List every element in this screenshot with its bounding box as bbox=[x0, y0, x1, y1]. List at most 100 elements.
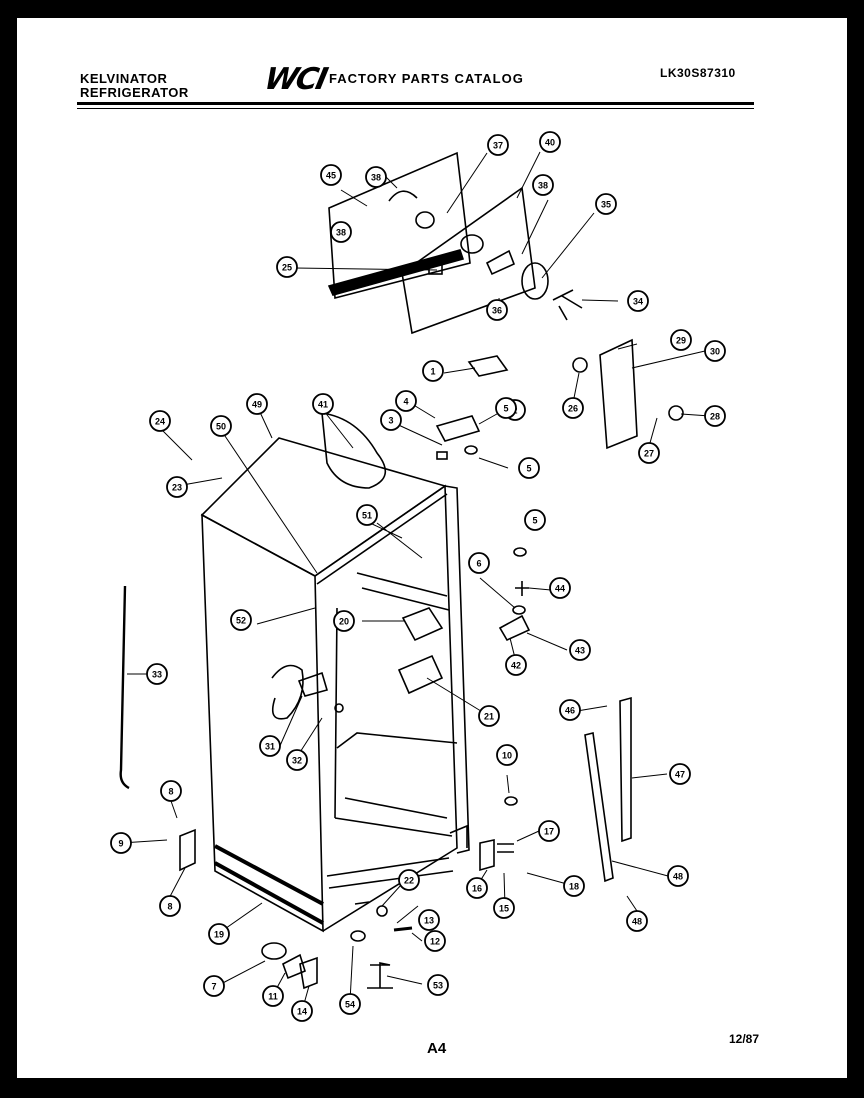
callout-label: 5 bbox=[532, 516, 537, 526]
callout-36: 36 bbox=[486, 299, 508, 321]
callout-label: 46 bbox=[565, 706, 575, 716]
callout-circle bbox=[466, 877, 488, 899]
callout-label: 51 bbox=[362, 511, 372, 521]
callout-label: 49 bbox=[252, 400, 262, 410]
callout-circle bbox=[159, 895, 181, 917]
brand-block: KELVINATOR REFRIGERATOR bbox=[80, 72, 189, 100]
callout-label: 27 bbox=[644, 449, 654, 459]
callout-8: 8 bbox=[159, 895, 181, 917]
callout-circle bbox=[395, 390, 417, 412]
callout-20: 20 bbox=[333, 610, 355, 632]
part-31 bbox=[297, 671, 328, 697]
callout-circle bbox=[146, 663, 168, 685]
header-rule-thick bbox=[77, 102, 754, 105]
rail-48b bbox=[619, 696, 632, 843]
callout-label: 12 bbox=[430, 937, 440, 947]
callout-1: 1 bbox=[422, 360, 444, 382]
callout-label: 29 bbox=[676, 336, 686, 346]
callout-41: 41 bbox=[312, 393, 334, 415]
callout-11: 11 bbox=[262, 985, 284, 1007]
callout-circle bbox=[262, 985, 284, 1007]
callout-6: 6 bbox=[468, 552, 490, 574]
leveler-54 bbox=[367, 962, 393, 989]
callout-label: 34 bbox=[633, 297, 643, 307]
callout-31: 31 bbox=[259, 735, 281, 757]
callout-label: 41 bbox=[318, 400, 328, 410]
callout-circle bbox=[549, 577, 571, 599]
callout-circle bbox=[524, 509, 546, 531]
callout-circle bbox=[518, 457, 540, 479]
callout-label: 16 bbox=[472, 884, 482, 894]
callout-circle bbox=[380, 409, 402, 431]
callout-circle bbox=[468, 552, 490, 574]
cabinet-top bbox=[200, 437, 447, 577]
callout-4: 4 bbox=[395, 390, 417, 412]
callout-label: 53 bbox=[433, 981, 443, 991]
page-code: A4 bbox=[427, 1040, 447, 1057]
callout-45: 45 bbox=[320, 164, 342, 186]
callout-label: 20 bbox=[339, 617, 349, 627]
callout-circle bbox=[320, 164, 342, 186]
callout-21: 21 bbox=[478, 705, 500, 727]
rear-panel-assembly bbox=[327, 151, 583, 335]
callout-9: 9 bbox=[110, 832, 132, 854]
callout-label: 48 bbox=[673, 872, 683, 882]
hardware bbox=[119, 338, 684, 990]
callout-circle bbox=[210, 415, 232, 437]
callout-19: 19 bbox=[208, 923, 230, 945]
callout-label: 24 bbox=[155, 417, 165, 427]
callout-35: 35 bbox=[595, 193, 617, 215]
callout-circle bbox=[505, 654, 527, 676]
rail-48 bbox=[584, 732, 614, 883]
callout-circle bbox=[670, 329, 692, 351]
callout-38: 38 bbox=[532, 174, 554, 196]
callout-label: 7 bbox=[211, 982, 216, 992]
part-33 bbox=[119, 585, 130, 790]
callout-label: 42 bbox=[511, 661, 521, 671]
callout-label: 31 bbox=[265, 742, 275, 752]
callout-circle bbox=[667, 865, 689, 887]
callout-label: 18 bbox=[569, 882, 579, 892]
callout-circle bbox=[487, 134, 509, 156]
callout-label: 22 bbox=[404, 876, 414, 886]
callout-12: 12 bbox=[424, 930, 446, 952]
callout-47: 47 bbox=[669, 763, 691, 785]
callout-51: 51 bbox=[356, 504, 378, 526]
hinge-2 bbox=[435, 415, 481, 442]
callout-circle bbox=[493, 897, 515, 919]
callout-53: 53 bbox=[427, 974, 449, 996]
callout-33: 33 bbox=[146, 663, 168, 685]
model-number: LK30S87310 bbox=[660, 66, 736, 80]
callout-48: 48 bbox=[626, 910, 648, 932]
callout-44: 44 bbox=[549, 577, 571, 599]
callout-circle bbox=[627, 290, 649, 312]
callout-54: 54 bbox=[339, 993, 361, 1015]
callout-label: 52 bbox=[236, 616, 246, 626]
part-8 bbox=[179, 828, 196, 872]
callout-15: 15 bbox=[493, 897, 515, 919]
callout-43: 43 bbox=[569, 639, 591, 661]
callout-label: 9 bbox=[118, 839, 123, 849]
callout-40: 40 bbox=[539, 131, 561, 153]
callout-label: 48 bbox=[632, 917, 642, 927]
callout-label: 50 bbox=[216, 422, 226, 432]
callout-circle bbox=[562, 397, 584, 419]
callout-34: 34 bbox=[627, 290, 649, 312]
callout-circle bbox=[563, 875, 585, 897]
callout-bubbles: 1234555678891011121314151617181920212223… bbox=[110, 131, 726, 1022]
callout-42: 42 bbox=[505, 654, 527, 676]
catalog-title: FACTORY PARTS CATALOG bbox=[329, 71, 524, 86]
part-41 bbox=[321, 412, 387, 489]
callout-circle bbox=[166, 476, 188, 498]
callout-24: 24 bbox=[149, 410, 171, 432]
callout-circle bbox=[356, 504, 378, 526]
callout-circle bbox=[230, 609, 252, 631]
part-7 bbox=[261, 942, 287, 960]
callout-circle bbox=[427, 974, 449, 996]
callout-label: 47 bbox=[675, 770, 685, 780]
callout-label: 11 bbox=[268, 992, 278, 1002]
callout-circle bbox=[638, 442, 660, 464]
callout-5: 5 bbox=[495, 397, 517, 419]
callout-label: 37 bbox=[493, 141, 503, 151]
callout-label: 40 bbox=[545, 138, 555, 148]
